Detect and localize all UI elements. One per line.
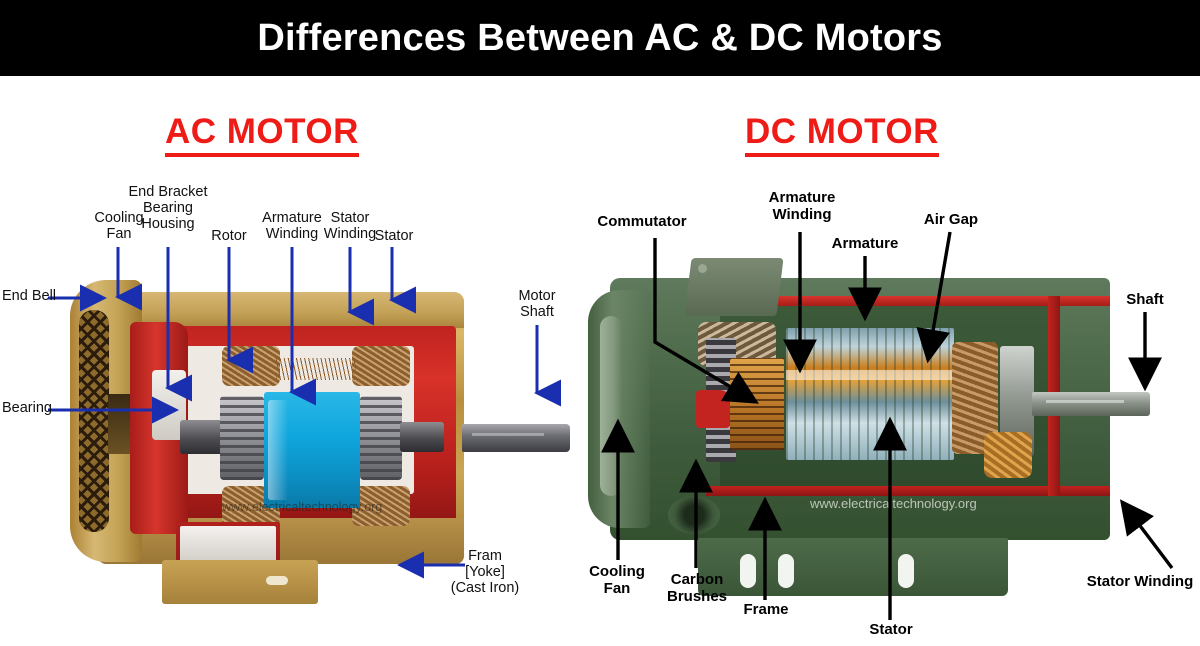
ac-motor-heading-text: AC MOTOR <box>165 112 359 151</box>
dc-cut-edge-top <box>706 296 1110 306</box>
page-title: Differences Between AC & DC Motors <box>257 16 943 59</box>
dc-label-armature: Armature <box>831 235 899 252</box>
ac-label-end-bell: End Bell <box>2 288 57 304</box>
dc-cut-edge-bottom <box>706 486 1110 496</box>
ac-label-cooling-fan: Cooling Fan <box>94 210 144 243</box>
dc-label-armature-winding: Armature Winding <box>768 189 836 223</box>
ac-stator-winding-top-right <box>352 346 410 386</box>
ac-rotor-core-highlight <box>268 400 288 500</box>
ac-motor-panel: www.electricaltechnology.org <box>0 170 580 646</box>
ac-shaft-right-journal <box>400 422 444 452</box>
dc-armature-laminations <box>786 328 954 460</box>
dc-label-air-gap: Air Gap <box>923 211 979 228</box>
dc-commutator-segments <box>730 358 784 450</box>
dc-label-stator-winding: Stator Winding <box>1086 573 1194 590</box>
dc-mounting-slot-3 <box>898 554 914 588</box>
dc-output-shaft <box>1032 392 1150 416</box>
ac-label-stator-winding: Stator Winding <box>323 210 377 243</box>
dc-stator-winding-coil <box>984 432 1032 478</box>
dc-label-shaft: Shaft <box>1126 291 1164 308</box>
dc-motor-heading: DC MOTOR <box>745 112 939 157</box>
dc-heading-underline <box>745 153 939 157</box>
ac-label-frame-yoke: Fram [Yoke] (Cast Iron) <box>450 548 520 597</box>
ac-heading-underline <box>165 153 359 157</box>
dc-motor-heading-text: DC MOTOR <box>745 112 939 151</box>
ac-terminal-box-lid <box>180 526 276 562</box>
ac-mounting-foot <box>162 560 318 604</box>
ac-label-bearing: Bearing <box>2 400 52 416</box>
ac-stator-winding-top-left <box>222 346 280 386</box>
ac-armature-coil-wires <box>276 358 356 380</box>
dc-label-cooling-fan: Cooling Fan <box>589 563 645 597</box>
dc-mounting-slot-1 <box>740 554 756 588</box>
ac-label-rotor: Rotor <box>211 228 247 244</box>
dc-watermark: www.electricaltechnology.org <box>810 496 977 511</box>
dc-terminal-box-screw <box>698 264 707 273</box>
ac-watermark: www.electricaltechnology.org <box>222 500 383 514</box>
dc-label-commutator: Commutator <box>597 213 687 230</box>
title-banner: Differences Between AC & DC Motors <box>0 0 1200 76</box>
ac-output-shaft <box>462 424 570 452</box>
dc-label-carbon-brushes: Carbon Brushes <box>666 571 728 605</box>
dc-frame-red-wedge <box>696 390 730 428</box>
dc-mounting-slot-2 <box>778 554 794 588</box>
ac-label-stator: Stator <box>374 228 414 244</box>
dc-label-stator: Stator <box>869 621 913 638</box>
ac-mounting-hole <box>266 576 288 585</box>
dc-label-frame: Frame <box>743 601 789 618</box>
ac-rotor-fins-right <box>360 396 402 480</box>
dc-motor-panel: www.electricaltechnology.org <box>560 170 1200 646</box>
ac-label-motor-shaft: Motor Shaft <box>518 288 556 321</box>
ac-stator-winding-bottom-right <box>352 486 410 526</box>
ac-motor-cutaway-illustration: www.electricaltechnology.org <box>70 274 570 604</box>
dc-end-housing-highlight <box>600 316 622 496</box>
ac-fan-vent-grille <box>79 310 109 532</box>
dc-air-gap <box>786 370 954 380</box>
ac-rotor-fins-left <box>220 396 264 480</box>
dc-cooling-fan-port <box>668 496 720 534</box>
ac-label-end-bracket-bearing-housing: End Bracket Bearing Housing <box>128 184 208 233</box>
ac-motor-heading: AC MOTOR <box>165 112 359 157</box>
ac-rotor-core <box>264 392 360 508</box>
ac-label-armature-winding: Armature Winding <box>262 210 322 243</box>
